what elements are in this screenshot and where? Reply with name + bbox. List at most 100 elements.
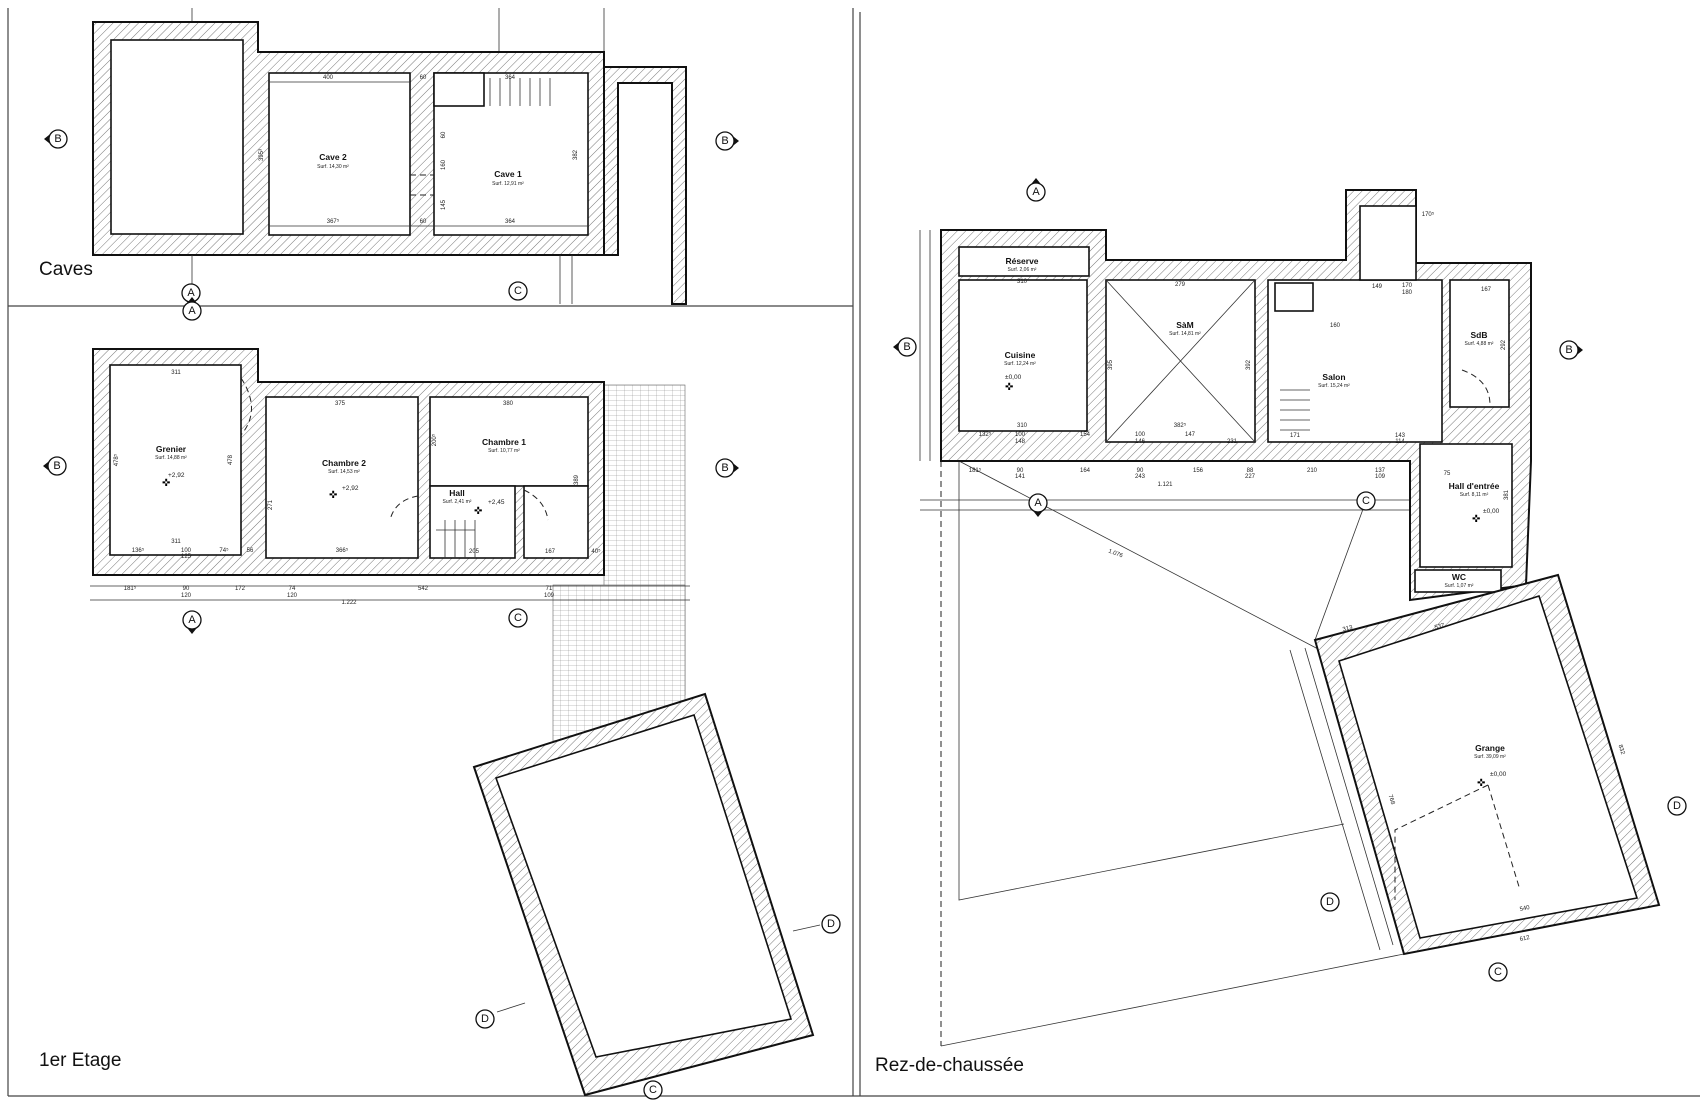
- marker-letter: C: [514, 285, 522, 297]
- dim-label: 88: [1247, 468, 1254, 474]
- dim-label: 542: [418, 586, 429, 592]
- marker-letter: D: [1673, 800, 1681, 812]
- section-marker-b: B: [44, 129, 68, 149]
- room-reserve: Réserve Surf. 2,06 m²: [1005, 256, 1038, 273]
- level-point-icon: ✜: [162, 478, 170, 489]
- room-surface: Surf. 39,09 m²: [1474, 754, 1506, 760]
- dim-label: 109: [1375, 474, 1386, 480]
- room-name: Grange: [1475, 743, 1505, 753]
- marker-letter: C: [1494, 966, 1502, 978]
- dim-label: 180: [1402, 290, 1413, 296]
- room-name: Chambre 1: [482, 437, 526, 447]
- section-marker-a: A: [1028, 493, 1048, 517]
- dim-label: 243: [1135, 474, 1146, 480]
- room-surface: Surf. 12,24 m²: [1004, 361, 1036, 367]
- dim-label: 170: [1402, 283, 1413, 289]
- dim-label: 478: [228, 454, 234, 465]
- room-chambre-1: Chambre 1 Surf. 10,77 m²: [482, 437, 526, 454]
- room-name: Hall: [449, 488, 465, 498]
- dim-label: 160: [1330, 323, 1341, 329]
- dim-label: 364: [505, 219, 516, 225]
- dim-label: 279: [1175, 282, 1186, 288]
- section-marker-d: D: [475, 1009, 495, 1029]
- dim-label: 292: [1501, 339, 1507, 350]
- marker-letter: B: [721, 135, 728, 147]
- dim-label: 60: [441, 131, 447, 138]
- dim-label: 271: [268, 499, 274, 510]
- section-marker-a: A: [182, 610, 202, 634]
- section-marker-c: C: [643, 1080, 663, 1100]
- dim-label: 832: [1617, 744, 1626, 756]
- dim-label: 395: [1108, 359, 1114, 370]
- dim-label: 181⁵: [124, 585, 137, 592]
- marker-letter: A: [188, 614, 196, 626]
- dim-label: 231: [1227, 439, 1238, 445]
- dim-label: 381: [1504, 489, 1510, 500]
- dim-label: 147: [1185, 432, 1196, 438]
- dim-label: 537: [1434, 623, 1446, 632]
- section-marker-b: B: [43, 456, 67, 476]
- room-salon: Salon Surf. 15,24 m²: [1318, 372, 1350, 389]
- dim-label: 172: [235, 586, 246, 592]
- level-point-icon: ✜: [1472, 514, 1480, 525]
- dim-label: 200⁵: [431, 433, 438, 446]
- room-surface: Surf. 14,30 m²: [317, 164, 349, 170]
- dim-label: 146: [1135, 439, 1146, 445]
- room-name: Cuisine: [1005, 350, 1036, 360]
- room-name: Chambre 2: [322, 458, 366, 468]
- dim-label: 143: [1395, 433, 1406, 439]
- room-chambre-2: Chambre 2 Surf. 14,53 m² +2,92 ✜: [322, 458, 366, 501]
- room-name: Cave 1: [494, 169, 522, 179]
- dim-label: 100: [1135, 432, 1146, 438]
- dim-label: 181⁵: [969, 467, 982, 474]
- section-marker-a: A: [1026, 178, 1046, 202]
- level-point-icon: ✜: [474, 506, 482, 517]
- room-name: SàM: [1176, 320, 1193, 330]
- level-point-icon: ✜: [329, 490, 337, 501]
- room-surface: Surf. 10,77 m²: [488, 448, 520, 454]
- room-surface: Surf. 14,88 m²: [155, 455, 187, 461]
- dim-label: 120: [181, 593, 192, 599]
- marker-letter: D: [1326, 896, 1334, 908]
- dim-label: 137: [1375, 468, 1386, 474]
- level-label: +2,92: [168, 472, 185, 479]
- dim-label: 313: [1342, 625, 1354, 634]
- section-marker-d: D: [1667, 796, 1687, 816]
- marker-letter: C: [1362, 495, 1370, 507]
- marker-letter: C: [514, 612, 522, 624]
- dim-label: 100: [181, 548, 192, 554]
- dim-label: 120: [287, 593, 298, 599]
- dim-label: 167: [545, 549, 556, 555]
- section-marker-d: D: [1320, 892, 1340, 912]
- dim-label: 227: [1245, 474, 1256, 480]
- dim-label: 1.076: [1107, 549, 1124, 560]
- room-grange: Grange Surf. 39,09 m² ±0,00 ✜: [1474, 743, 1506, 789]
- marker-letter: B: [1565, 344, 1572, 356]
- marker-letter: A: [1034, 497, 1042, 509]
- marker-letter: B: [903, 341, 910, 353]
- section-marker-b: B: [1559, 340, 1583, 360]
- dim-label: 136⁵: [132, 547, 145, 554]
- level-label: +2,45: [488, 499, 505, 506]
- section-marker-c: C: [508, 281, 528, 301]
- dim-label: 114: [1395, 439, 1405, 445]
- ground-floor-title: Rez-de-chaussée: [875, 1055, 1024, 1076]
- dim-label: 148: [1015, 439, 1026, 445]
- dim-label: 90: [183, 586, 190, 592]
- dim-label: 310: [1017, 423, 1028, 429]
- room-hall: Hall Surf. 2,41 m² +2,45 ✜: [443, 488, 505, 517]
- ground-floor-plan: 310 279 149 170 180 167 160 310 382⁵ 132…: [875, 178, 1687, 1076]
- dim-label: 382: [573, 149, 579, 160]
- dim-label: 71: [546, 586, 553, 592]
- dim-label: 74⁵: [219, 547, 229, 554]
- room-surface: Surf. 2,06 m²: [1008, 267, 1037, 273]
- room-grenier: Grenier Surf. 14,88 m² +2,92 ✜: [155, 444, 187, 489]
- marker-letter: B: [721, 462, 728, 474]
- marker-letter: A: [1032, 186, 1040, 198]
- section-marker-c: C: [1488, 962, 1508, 982]
- dim-label: 40⁵: [591, 548, 601, 555]
- first-floor-plan: 311 375 380 478⁵ 478 271 389 200⁵ 311 13…: [39, 297, 841, 1100]
- level-label: ±0,00: [1483, 508, 1500, 515]
- room-hall-entree: Hall d'entrée Surf. 8,11 m² ±0,00 ✜: [1449, 481, 1500, 525]
